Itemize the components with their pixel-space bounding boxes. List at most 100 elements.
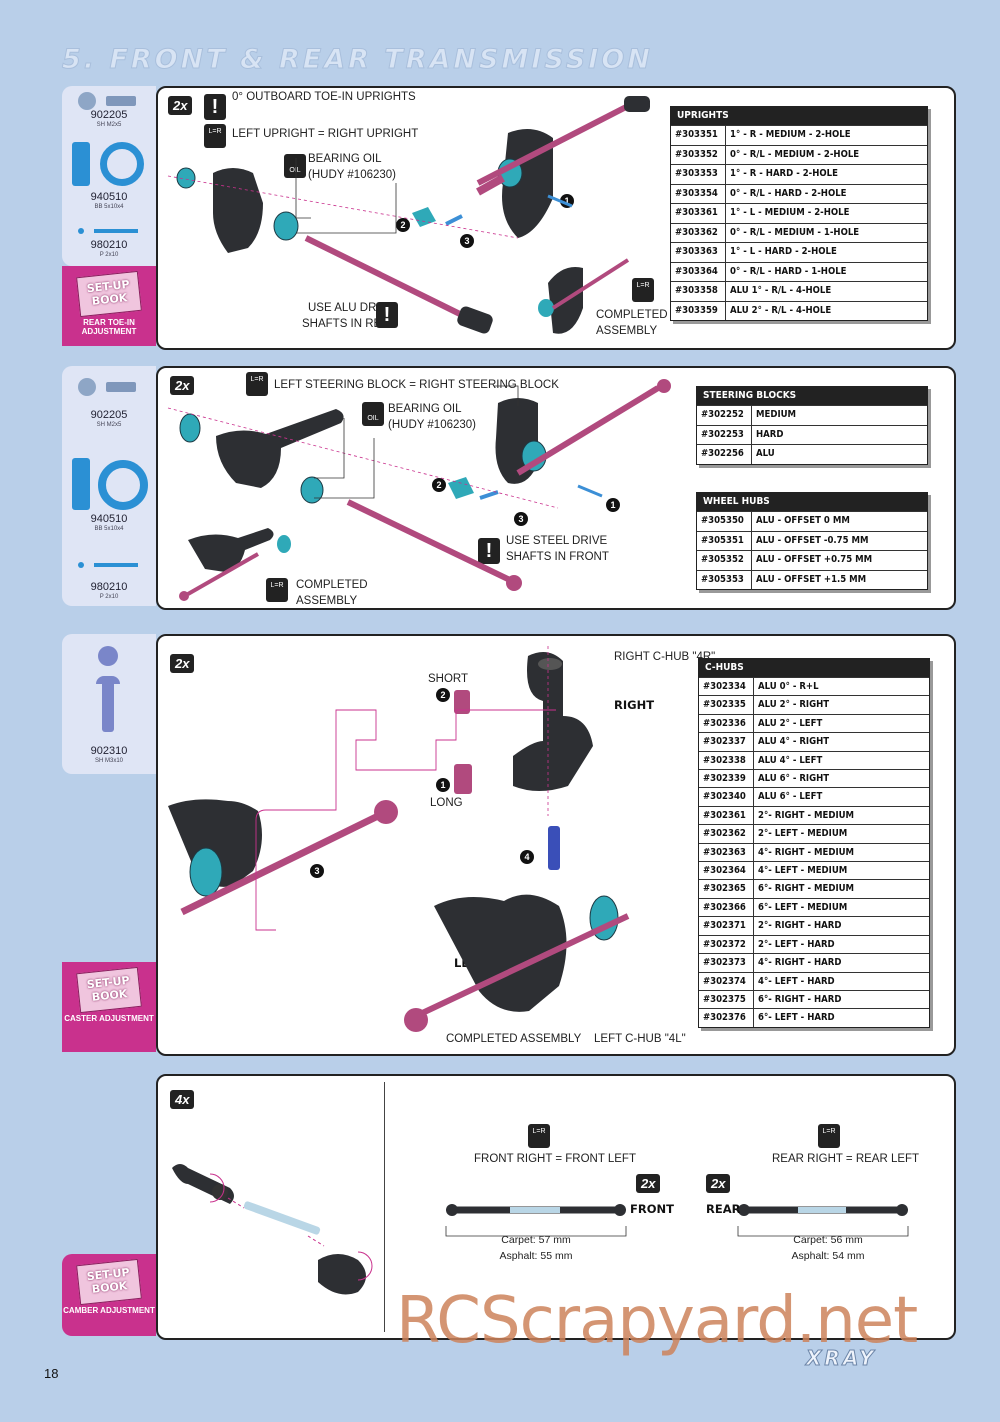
part-description-cell: ALU 4° - LEFT	[758, 754, 823, 766]
part-number-cell: #303361	[671, 204, 726, 223]
front-carpet-length: Carpet: 57 mm	[501, 1234, 571, 1246]
part-description-cell: 6°- RIGHT - MEDIUM	[758, 883, 855, 895]
screw-cap-icon	[96, 676, 120, 684]
part-description-cell: 1° - R - MEDIUM - 2-HOLE	[730, 129, 851, 140]
part-description-cell: ALU 2° - LEFT	[758, 717, 823, 729]
part-description-cell: 0° - R/L - HARD - 1-HOLE	[730, 265, 847, 277]
right-label: RIGHT	[614, 698, 655, 712]
part-description-cell: ALU 1° - R/L - 4-HOLE	[730, 285, 832, 296]
left-right-upright-label: LEFT UPRIGHT = RIGHT UPRIGHT	[232, 128, 419, 140]
part-number-cell: #302253	[697, 425, 752, 444]
completed-label-2: ASSEMBLY	[296, 595, 358, 607]
part-number-cell: #302362	[699, 825, 754, 843]
table-row: #302371 2°- RIGHT - HARD	[699, 916, 929, 935]
part-description-cell: ALU - OFFSET 0 MM	[756, 515, 850, 526]
part-description-cell: 1° - L - MEDIUM - 2-HOLE	[730, 207, 850, 218]
step-number-2: 2	[432, 478, 446, 492]
part-number-cell: #303351	[671, 126, 726, 145]
setup-book-caster[interactable]: SET-UP BOOK CASTER ADJUSTMENT	[62, 962, 156, 1052]
part-number-cell: #303352	[671, 145, 726, 164]
part-number-cell: #302339	[699, 770, 754, 788]
completed-label-2: ASSEMBLY	[596, 325, 658, 337]
setup-book-rear-toe[interactable]: SET-UP BOOK REAR TOE-IN ADJUSTMENT	[62, 266, 156, 346]
setup-book-label: REAR TOE-IN ADJUSTMENT	[81, 318, 137, 336]
part-number-cell: #302337	[699, 733, 754, 751]
part-number-cell: #302338	[699, 751, 754, 770]
part-description-cell: 2°- RIGHT - HARD	[758, 920, 842, 932]
part-number-cell: #302371	[699, 917, 754, 935]
chub-exploded-diagram	[168, 646, 630, 1032]
front-label: FRONT	[630, 1202, 674, 1216]
part-description-cell: ALU 2° - RIGHT	[758, 699, 830, 711]
bearing-oil-label: BEARING OIL	[308, 153, 382, 165]
step-number-1: 1	[436, 778, 450, 792]
bearing-front-icon	[98, 460, 148, 510]
part-description-cell: 2°- LEFT - HARD	[758, 938, 835, 950]
left-equals-right-icon: L=R	[528, 1124, 550, 1148]
steel-drive-label-2: SHAFTS IN FRONT	[506, 551, 609, 563]
front-equal-label: FRONT RIGHT = FRONT LEFT	[474, 1153, 636, 1165]
short-label: SHORT	[428, 673, 469, 685]
steering-block-exploded-diagram	[167, 379, 671, 601]
setup-book-camber[interactable]: SET-UP BOOK CAMBER ADJUSTMENT	[62, 1254, 156, 1336]
multiplier-badge: 2x	[170, 654, 195, 673]
part-number-cell: #302252	[697, 406, 752, 425]
step-number-2: 2	[436, 688, 450, 702]
part-number-cell: #303362	[671, 223, 726, 242]
step-number-4: 4	[520, 850, 534, 864]
long-label: LONG	[430, 797, 463, 809]
part-description-cell: 6°- LEFT - MEDIUM	[758, 901, 848, 913]
part-description-cell: 6°- LEFT - HARD	[758, 1012, 835, 1024]
step-number-3: 3	[514, 512, 528, 526]
part-description-cell: ALU - OFFSET -0.75 MM	[756, 534, 869, 546]
part-number-cell: #302376	[699, 1009, 754, 1027]
part-description-cell: ALU - OFFSET +1.5 MM	[756, 573, 867, 585]
left-equals-right-icon: L=R	[632, 278, 654, 302]
part-number-cell: #302363	[699, 843, 754, 862]
part-description-cell: ALU	[756, 448, 775, 459]
pin-end-icon	[78, 228, 84, 234]
hudy-label: (HUDY #106230)	[388, 419, 477, 431]
screw-shaft-icon	[102, 684, 114, 732]
step-number-3: 3	[460, 234, 474, 248]
screw-icon	[106, 96, 136, 106]
table-row: #302335 ALU 2° - RIGHT	[699, 695, 929, 714]
part-number-cell: #302364	[699, 862, 754, 880]
warning-icon: !	[204, 94, 226, 120]
rear-asphalt-length: Asphalt: 54 mm	[791, 1250, 865, 1262]
table-row: #302362 2°- LEFT - MEDIUM	[699, 824, 929, 843]
pin-icon	[94, 563, 138, 567]
part-number-cell: #302335	[699, 696, 754, 714]
bearing-side-icon	[72, 142, 90, 186]
completed-assembly-label: COMPLETED ASSEMBLY	[446, 1033, 582, 1045]
part-description-cell: ALU 6° - LEFT	[758, 791, 823, 803]
part-description-cell: 4°- LEFT - HARD	[758, 975, 835, 987]
brand-logo: XRAY	[806, 1346, 877, 1371]
toe-in-label: 0° OUTBOARD TOE-IN UPRIGHTS	[232, 91, 416, 103]
right-chub-label: RIGHT C-HUB "4R"	[614, 651, 716, 663]
warning-icon: !	[478, 538, 500, 564]
oil-icon: OIL	[362, 402, 384, 426]
step-number-1: 1	[606, 498, 620, 512]
part-description-cell: 2°- LEFT - MEDIUM	[758, 828, 848, 840]
alu-drive-label-2: SHAFTS IN REAR	[302, 318, 398, 330]
left-equals-right-icon: L=R	[818, 1124, 840, 1148]
table-row: #302253 HARD	[697, 424, 927, 444]
part-description-cell: HARD	[756, 428, 784, 440]
front-multiplier-badge: 2x	[636, 1174, 661, 1193]
